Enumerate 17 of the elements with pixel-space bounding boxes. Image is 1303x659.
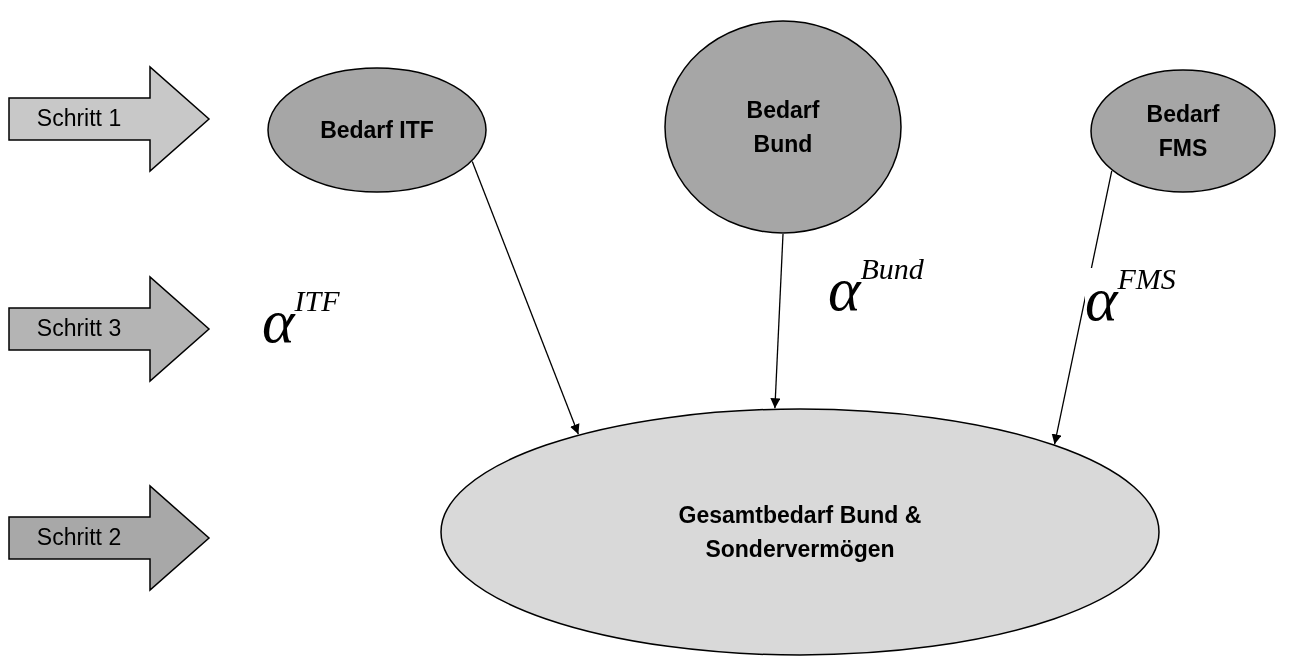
step-arrow: [8, 276, 210, 382]
arrow: [770, 233, 784, 409]
node-text: Gesamtbedarf Bund & Sondervermögen: [677, 501, 923, 564]
ellipse-node: [440, 408, 1160, 656]
node-text: Bedarf Bund: [745, 96, 821, 159]
arrow: [471, 160, 580, 435]
ellipse-node: [664, 20, 902, 234]
arrow: [1051, 170, 1113, 445]
step-arrow: [8, 485, 210, 591]
node-text: Bedarf ITF: [319, 116, 435, 145]
node-text: Schritt 1: [35, 105, 123, 132]
node-text: Bedarf FMS: [1145, 100, 1221, 163]
step-arrow: [8, 66, 210, 172]
ellipse-node: [1090, 69, 1276, 193]
node-text: Schritt 2: [35, 524, 123, 551]
node-text: Schritt 3: [35, 315, 123, 342]
ellipse-node: [267, 67, 487, 193]
